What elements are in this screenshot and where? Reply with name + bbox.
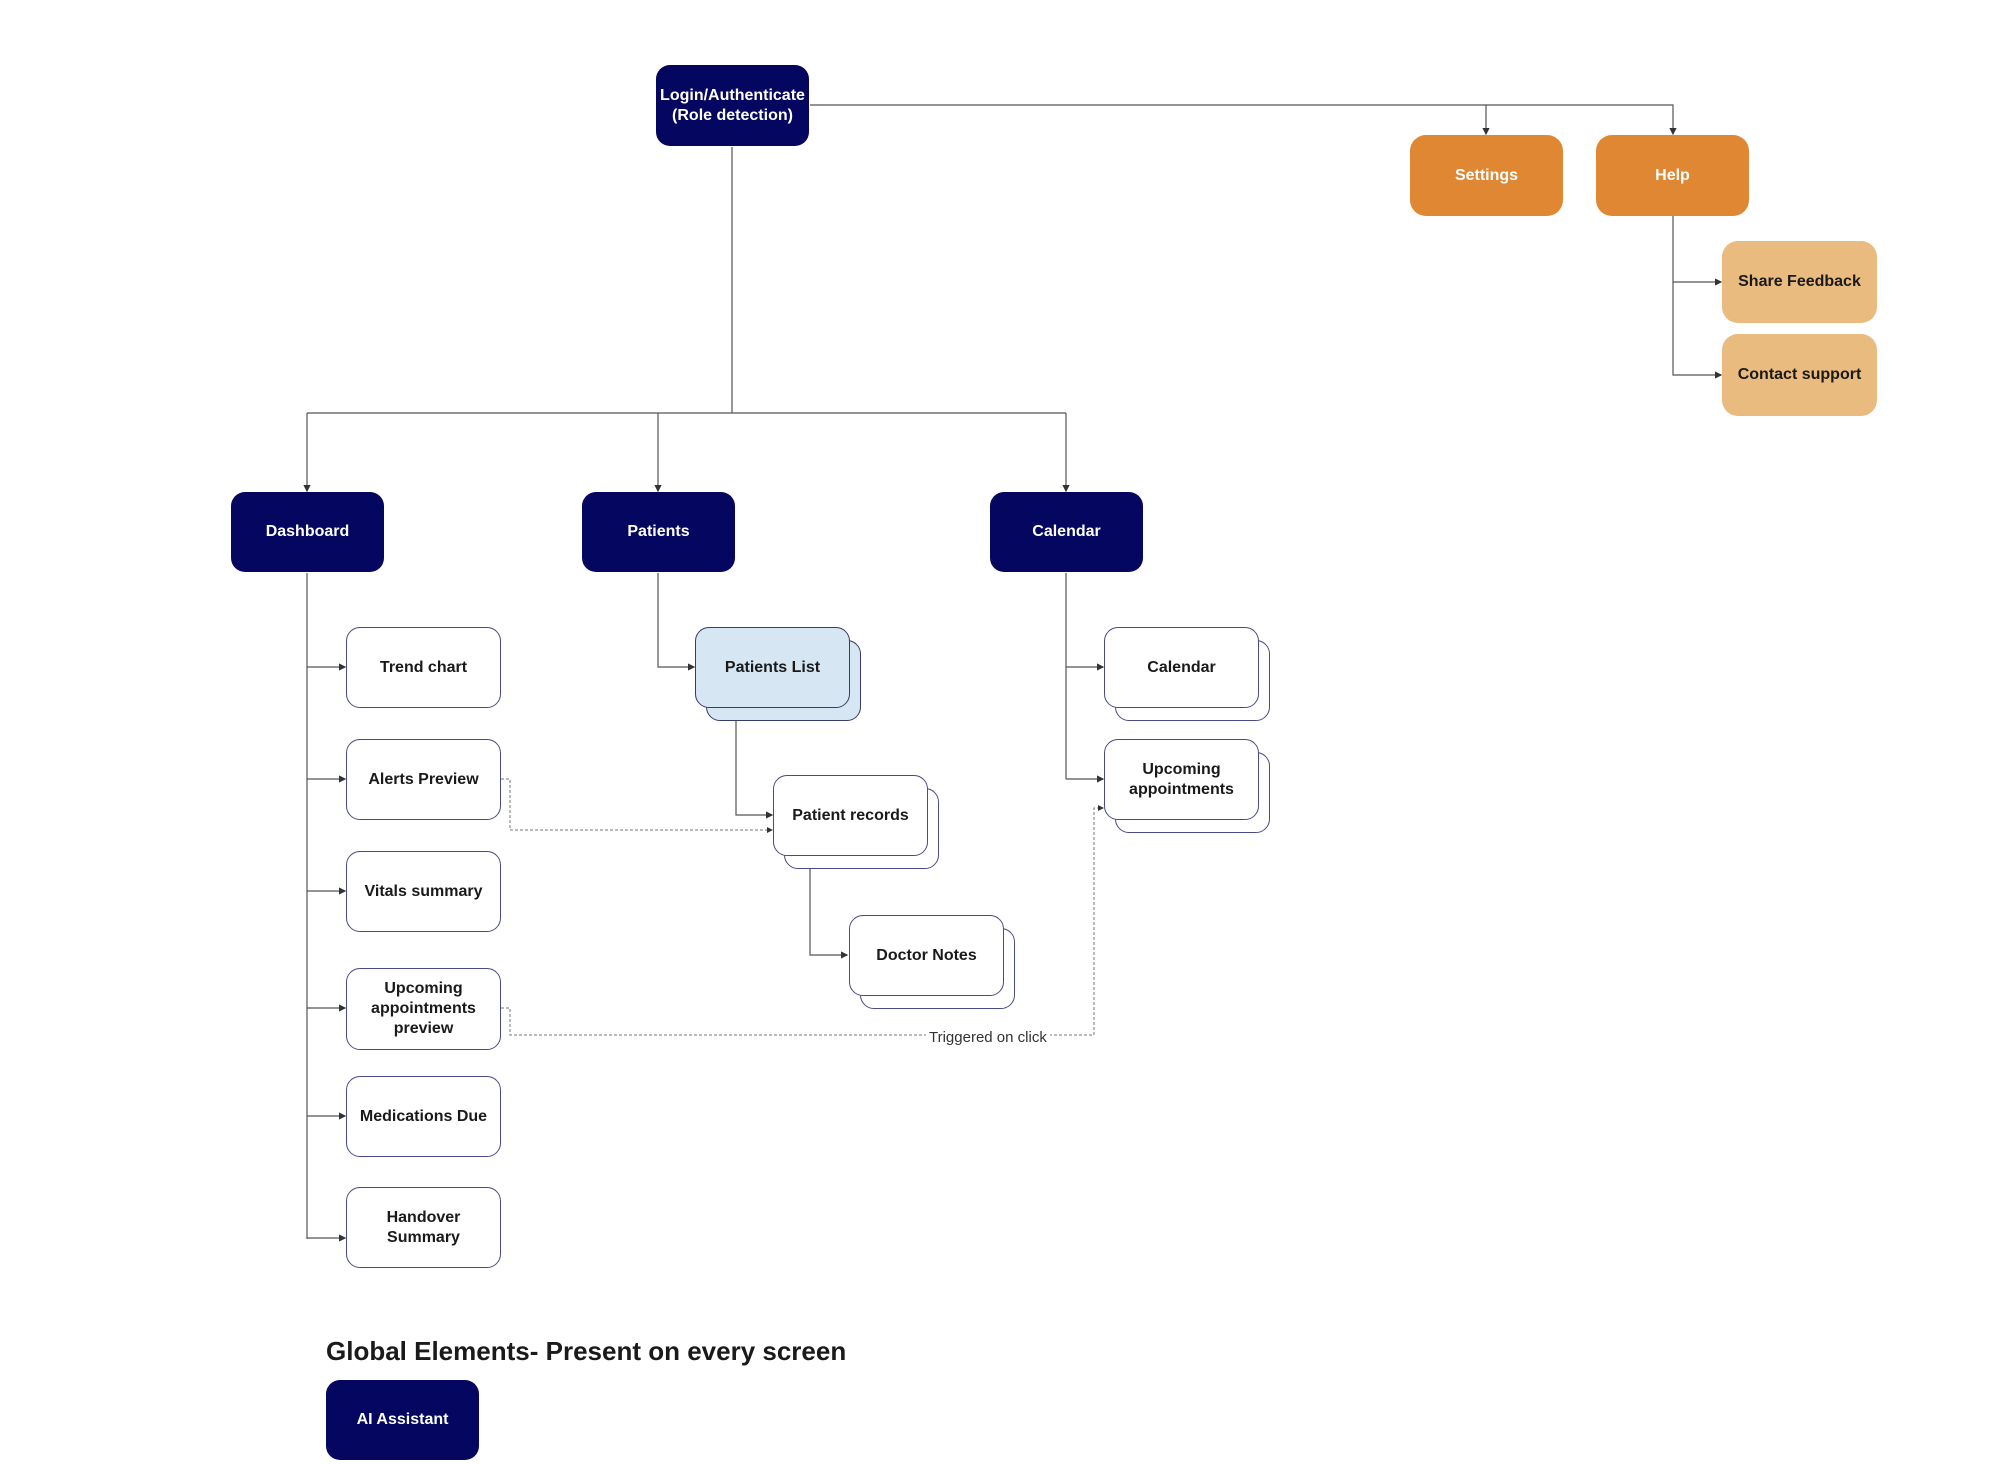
edge-alerts-records [501, 778, 773, 833]
triggered-on-click-label: Triggered on click [926, 1029, 1050, 1046]
edge-records-notes [809, 869, 849, 959]
alerts-preview-label: Alerts Preview [368, 770, 479, 788]
edge-upcoming-appointments [501, 805, 1104, 1036]
vitals-summary-node[interactable]: Vitals summary [346, 851, 501, 932]
calendar-node[interactable]: Calendar [990, 492, 1143, 572]
help-label: Help [1655, 166, 1690, 184]
edge-login-help [1486, 104, 1677, 136]
doctor-notes-node[interactable]: Doctor Notes [849, 915, 1004, 996]
edge-login-dashboard [307, 412, 1066, 491]
contact-support-node[interactable]: Contact support [1722, 334, 1877, 416]
dashboard-label: Dashboard [265, 523, 350, 540]
contact-support-label: Contact support [1737, 366, 1862, 383]
login-label: Login/Authenticate (Role detection) [660, 86, 805, 124]
edge-login-settings [810, 104, 1490, 136]
global-elements-title: Global Elements- Present on every screen [326, 1336, 847, 1366]
upcoming-preview-node[interactable]: Upcoming appointments preview [346, 968, 501, 1050]
alerts-preview-node[interactable]: Alerts Preview [346, 739, 501, 820]
trend-chart-node[interactable]: Trend chart [346, 627, 501, 708]
medications-due-node[interactable]: Medications Due [346, 1076, 501, 1157]
handover-summary-node[interactable]: Handover Summary [346, 1187, 501, 1268]
patients-label: Patients [627, 523, 690, 540]
edge-patients-list [657, 573, 696, 671]
share-feedback-label: Share Feedback [1738, 273, 1861, 290]
patient-records-label: Patient records [792, 806, 909, 824]
ai-assistant-label: AI Assistant [356, 1411, 449, 1428]
upcoming-appointments-node[interactable]: Upcoming appointments [1104, 739, 1259, 820]
settings-label: Settings [1454, 166, 1519, 184]
edge-list-records [735, 721, 774, 819]
patients-list-label: Patients List [724, 658, 821, 676]
share-feedback-node[interactable]: Share Feedback [1722, 241, 1877, 323]
vitals-summary-label: Vitals summary [364, 882, 483, 900]
medications-due-label: Medications Due [359, 1107, 488, 1125]
trend-chart-label: Trend chart [379, 658, 468, 676]
ai-assistant-node[interactable]: AI Assistant [326, 1380, 479, 1460]
upcoming-appointments-label: Upcoming appointments [1129, 760, 1234, 798]
patients-list-node[interactable]: Patients List [695, 627, 850, 708]
calendar-view-node[interactable]: Calendar [1104, 627, 1259, 708]
calendar-label: Calendar [1032, 523, 1101, 540]
handover-summary-label: Handover Summary [386, 1208, 461, 1246]
settings-node[interactable]: Settings [1410, 135, 1563, 216]
calendar-view-label: Calendar [1147, 658, 1216, 676]
help-node[interactable]: Help [1596, 135, 1749, 216]
doctor-notes-label: Doctor Notes [876, 946, 977, 964]
patient-records-node[interactable]: Patient records [773, 775, 928, 856]
upcoming-preview-label: Upcoming appointments preview [371, 980, 476, 1037]
patients-node[interactable]: Patients [582, 492, 735, 572]
dashboard-node[interactable]: Dashboard [231, 492, 384, 572]
login-node[interactable]: Login/Authenticate (Role detection) [656, 65, 809, 146]
edge-help-share [1672, 216, 1723, 286]
edge-help-contact [1672, 282, 1723, 379]
